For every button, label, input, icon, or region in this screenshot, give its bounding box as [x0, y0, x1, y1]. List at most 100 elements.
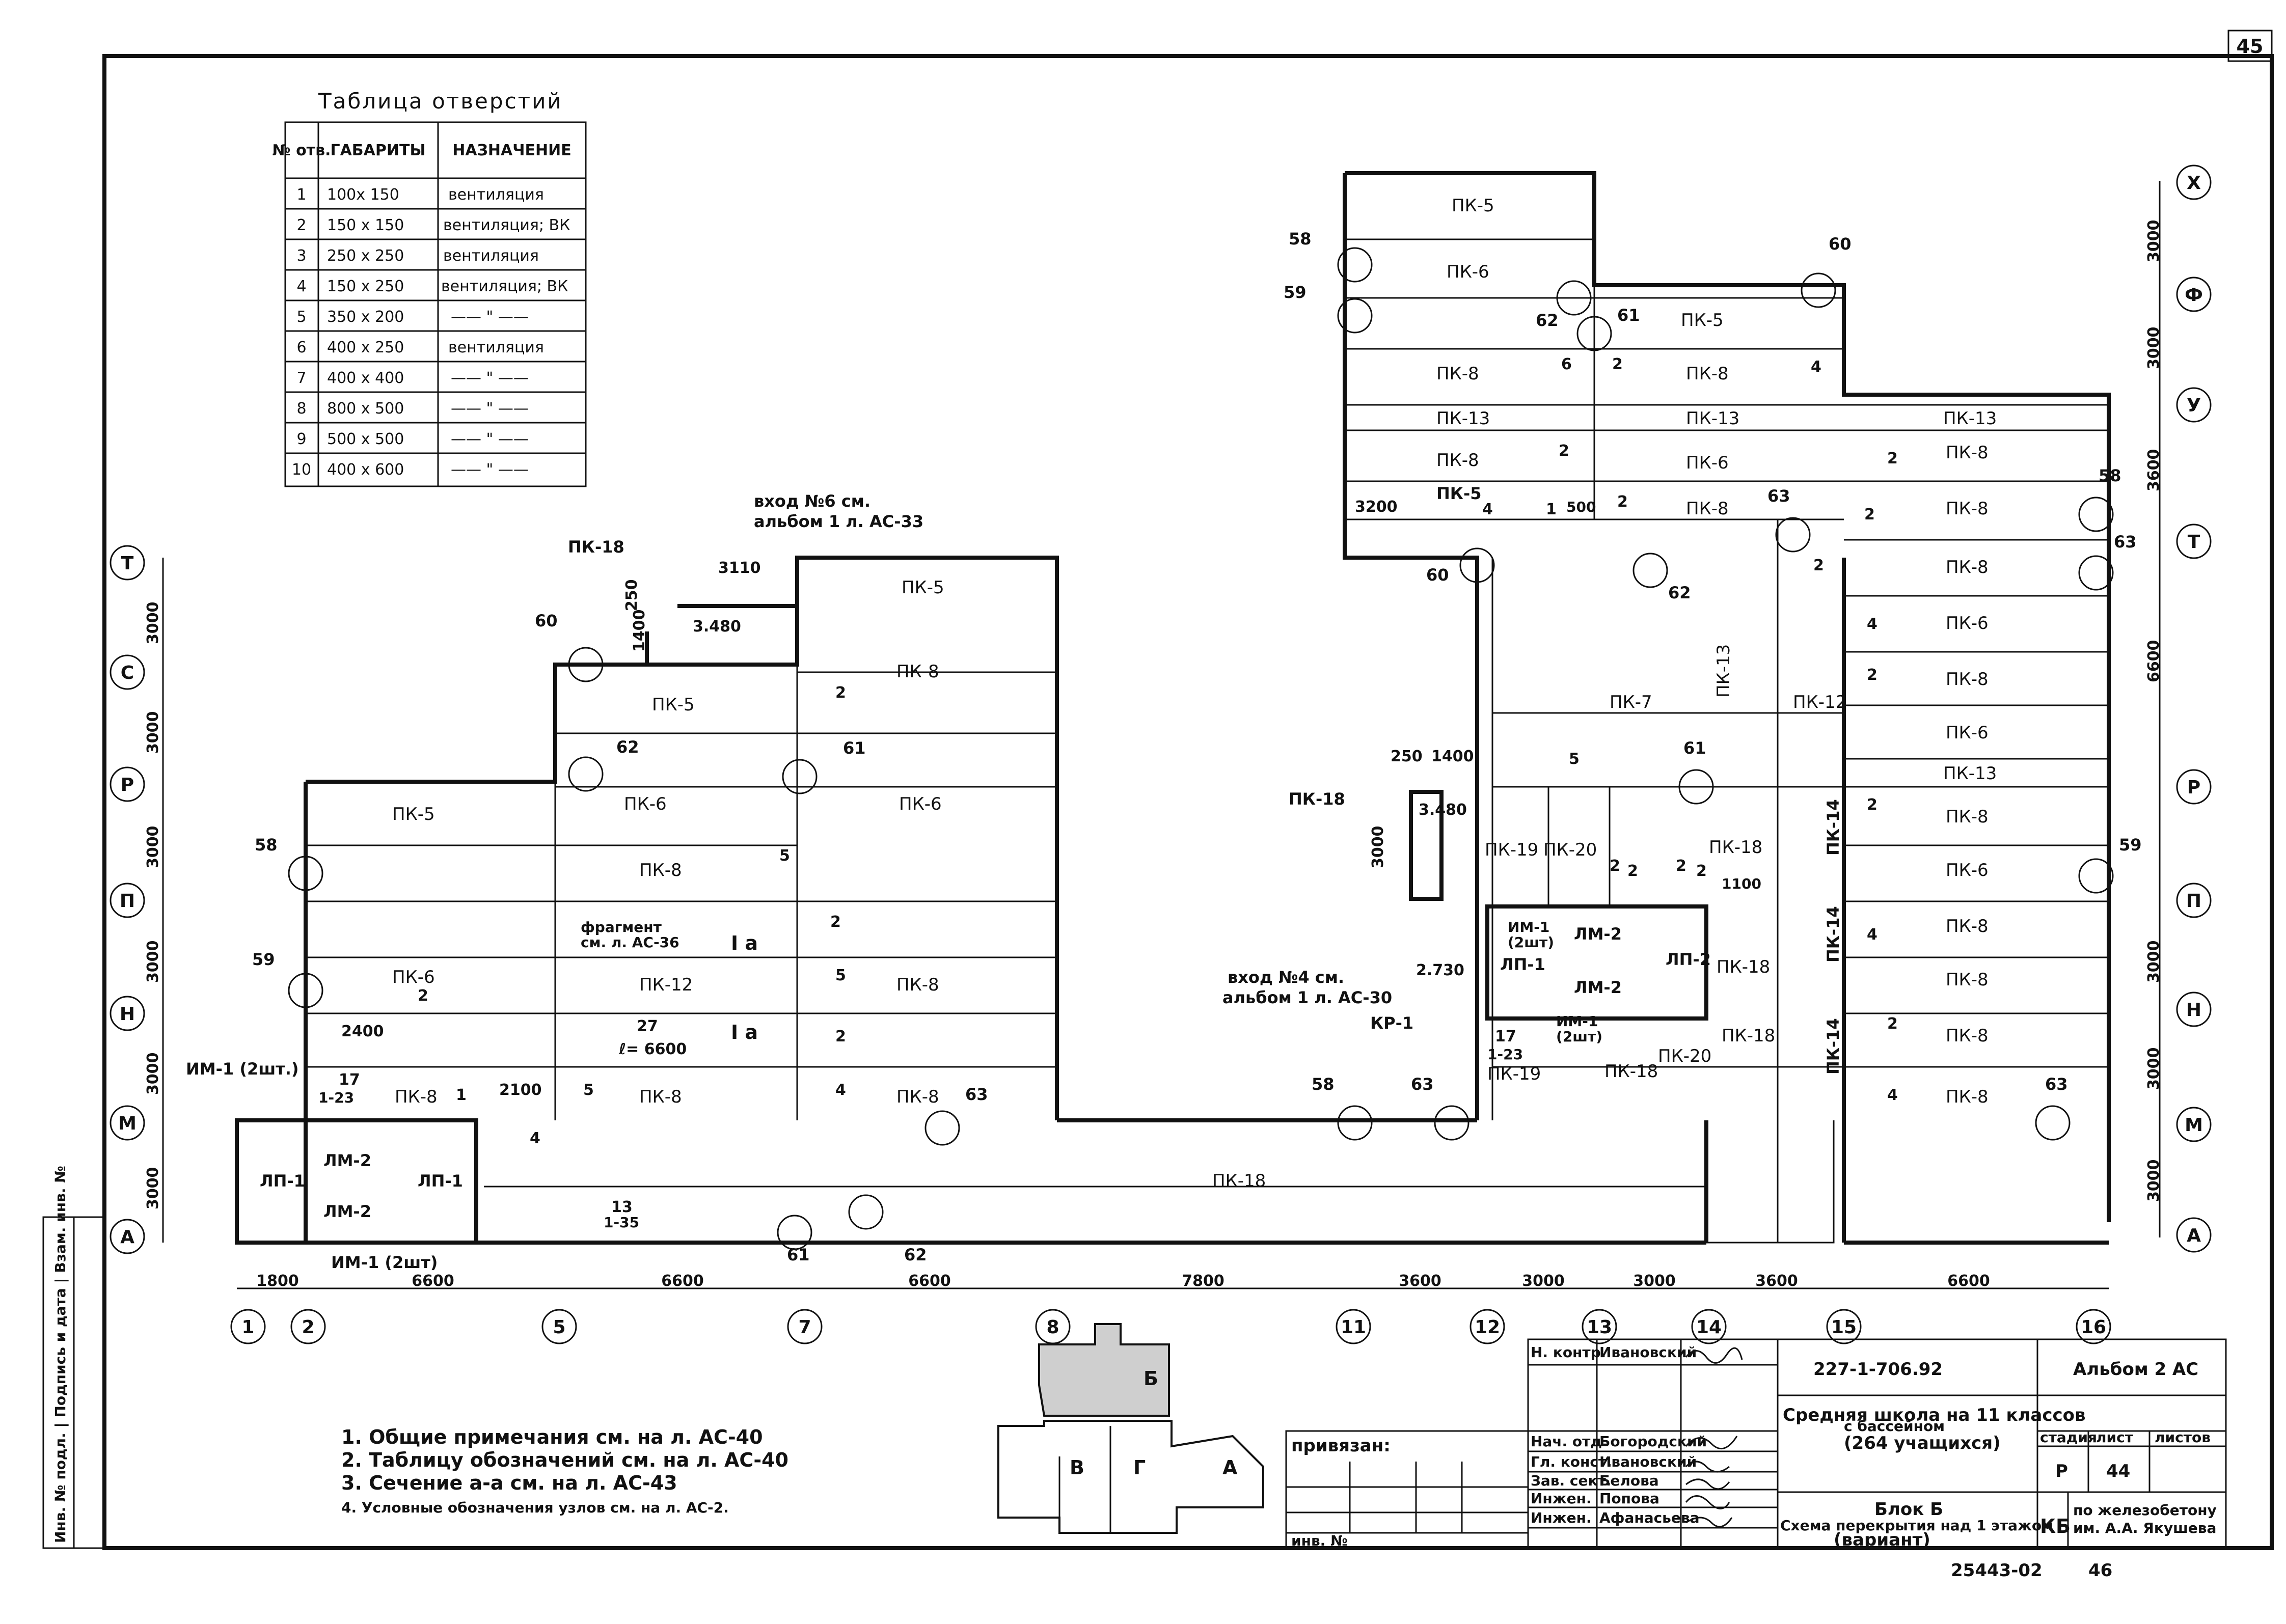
stair-flight-label: ЛМ-2 — [1574, 924, 1622, 944]
general-notes: 1. Общие примечания см. на л. АС-40 2. Т… — [341, 1426, 788, 1516]
slab-label: ПК-8 — [639, 860, 682, 880]
table-cell: вентиляция; ВК — [443, 216, 570, 234]
dim-bottom: 7800 — [1182, 1272, 1224, 1290]
key-block: А — [1222, 1456, 1238, 1479]
node-label: 60 — [535, 611, 558, 630]
openings-table-title: Таблица отверстий — [318, 89, 563, 114]
opening-mark: 2 — [1867, 666, 1877, 684]
org-name-2: им. А.А. Якушева — [2073, 1520, 2216, 1536]
dim-3200: 3200 — [1355, 498, 1398, 516]
slab-label: ПК-18 — [1709, 837, 1762, 858]
role-label: Инжен. — [1531, 1509, 1592, 1526]
stair-flight-label: ЛМ-2 — [323, 1202, 371, 1221]
opening-mark: 2 — [1612, 355, 1623, 373]
slab-label: ПК-8 — [1946, 1026, 1989, 1046]
opening-mark: 2 — [1617, 493, 1628, 511]
stair-landing-label: ЛП-1 — [1500, 955, 1545, 974]
signer-name: Белова — [1599, 1472, 1659, 1489]
dim-right: 6600 — [2145, 640, 2163, 683]
opening-mark: 5 — [583, 1081, 594, 1099]
table-cell: 2 — [296, 216, 306, 234]
table-cell: 400 х 250 — [327, 339, 404, 356]
node-label: 58 — [1289, 229, 1312, 249]
opening-mark: 4 — [1867, 926, 1877, 944]
sheet-header: лист — [2096, 1429, 2134, 1446]
fragment-label: фрагмент — [581, 919, 662, 935]
table-cell: 350 х 200 — [327, 308, 404, 326]
slab-label: ПК-6 — [392, 967, 435, 987]
role-label: Н. контр. — [1531, 1344, 1606, 1361]
stair-landing-label: ЛП-2 — [1666, 950, 1711, 969]
school-subtitle: с бассейном — [1844, 1418, 1945, 1435]
slab-label: ПК-6 — [624, 794, 667, 814]
bottom-code: 25443-02 — [1951, 1560, 2043, 1581]
table-cell: 100х 150 — [327, 186, 399, 204]
axes-right: Х Ф У Т Р П Н М А 3000 3000 3600 6600 30… — [2145, 164, 2212, 1253]
slab-label: ПК-6 — [1946, 723, 1989, 743]
axis-bubble-bottom: 2 — [302, 1317, 314, 1338]
slab-label: ПК-8 — [395, 1087, 438, 1107]
node-ref: 17 — [339, 1071, 360, 1089]
school-capacity: (264 учащихся) — [1844, 1433, 2001, 1453]
dim-500: 500 — [1566, 499, 1596, 515]
node-label: 58 — [1312, 1075, 1335, 1094]
sheet-value: 44 — [2106, 1461, 2130, 1481]
slab-label: ПК-8 — [1436, 364, 1479, 384]
fragment-ref: см. л. АС-36 — [581, 934, 679, 951]
opening-mark: 2 — [1813, 557, 1824, 574]
node-label: 59 — [2119, 835, 2142, 855]
slab-label: ПК-8 — [1946, 970, 1989, 990]
signature — [1685, 1495, 1730, 1509]
table-cell: 150 х 150 — [327, 216, 404, 234]
table-cell: 4 — [296, 278, 306, 295]
slab-label: ПК-20 — [1543, 840, 1597, 860]
table-cell: вентиляция — [448, 186, 544, 204]
axis-bubble-right: П — [2186, 891, 2201, 912]
table-cell: 400 х 600 — [327, 461, 404, 479]
axis-bubble-left: А — [120, 1227, 134, 1248]
axis-bubble-right: Р — [2187, 777, 2200, 798]
table-cell: —— " —— — [451, 308, 529, 326]
dim-bottom: 3600 — [1755, 1272, 1798, 1290]
table-header-size: ГАБАРИТЫ — [330, 142, 425, 159]
slab-label: ПК-7 — [1610, 692, 1652, 712]
table-cell: 6 — [296, 339, 306, 356]
opening-mark: 2 — [1676, 857, 1686, 875]
axis-bubble-left: Н — [120, 1004, 135, 1025]
dim-right: 3000 — [2145, 941, 2163, 983]
entry6-label: вход №6 см. — [754, 491, 870, 511]
block-name: Блок Б — [1874, 1499, 1943, 1520]
node-label: 62 — [1668, 583, 1691, 602]
table-cell: 1 — [296, 186, 306, 204]
opening-mark: 2 — [1867, 796, 1877, 814]
stair-landing-label: ЛП-1 — [418, 1171, 463, 1191]
axis-bubble-bottom: 16 — [2081, 1317, 2106, 1338]
dim-3000-right: 3000 — [1369, 826, 1387, 869]
note-line: 2. Таблицу обозначений см. на л. АС-40 — [341, 1449, 788, 1471]
axis-bubble-right: А — [2187, 1225, 2201, 1246]
album-label: Альбом 2 АС — [2073, 1359, 2198, 1380]
slab-label: ПК-18 — [568, 537, 624, 557]
axis-bubble-bottom: 5 — [553, 1317, 565, 1338]
slab-label: ПК-14 — [1824, 799, 1843, 856]
opening-mark: 2 — [1696, 862, 1707, 880]
stair-flight-label: ЛМ-2 — [1574, 978, 1622, 997]
node-ref: 17 — [1495, 1028, 1516, 1045]
opening-mark: 4 — [1482, 501, 1493, 518]
node-label: 60 — [1426, 565, 1449, 585]
opening-mark: 2 — [835, 1028, 846, 1045]
org-code: КБ — [2040, 1515, 2071, 1537]
slab-label: ПК-5 — [1452, 196, 1494, 216]
dim-bottom: 6600 — [661, 1272, 704, 1290]
node-label: 63 — [1411, 1075, 1434, 1094]
axis-bubble-right: Ф — [2185, 285, 2203, 306]
node-label: 58 — [2099, 466, 2121, 485]
node-label: 62 — [904, 1245, 927, 1264]
slab-label: ПК-18 — [1604, 1061, 1658, 1082]
slab-label: ПК-12 — [639, 975, 693, 995]
im1-left-bottom: ИМ-1 (2шт) — [331, 1253, 438, 1272]
node-label: 62 — [1536, 311, 1559, 330]
table-header-number: № отв. — [273, 142, 331, 159]
axis-bubble-bottom: 15 — [1831, 1317, 1857, 1338]
section-mark: I а — [731, 1021, 758, 1043]
